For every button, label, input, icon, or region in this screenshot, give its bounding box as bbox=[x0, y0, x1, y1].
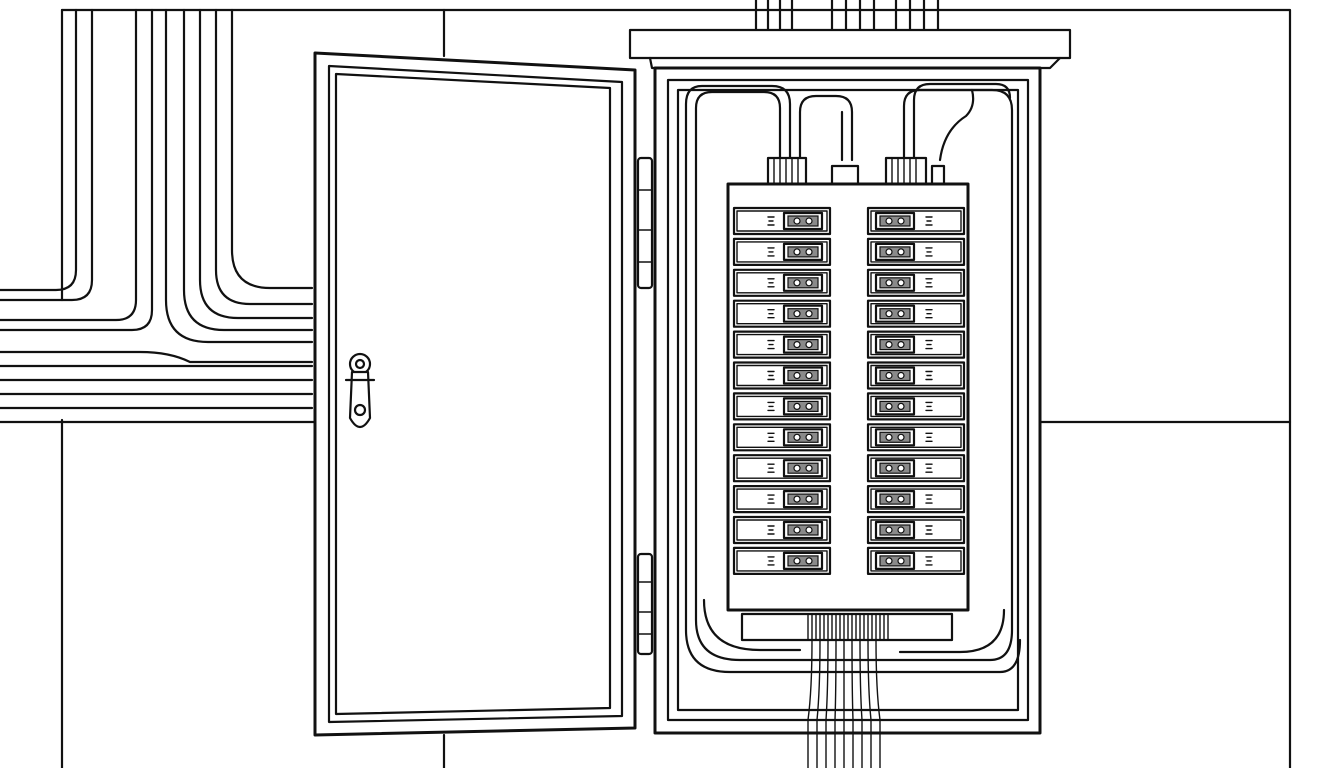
terminal-block bbox=[740, 612, 954, 642]
exit-wire bbox=[834, 639, 837, 768]
breaker-marking bbox=[925, 401, 933, 412]
circuit-breaker[interactable] bbox=[866, 515, 966, 545]
circuit-breaker[interactable] bbox=[732, 299, 832, 328]
circuit-breaker[interactable] bbox=[732, 237, 832, 266]
circuit-breaker[interactable] bbox=[732, 454, 832, 483]
circuit-breaker[interactable] bbox=[866, 206, 966, 236]
internal-wiring bbox=[684, 82, 1022, 674]
circuit-breaker[interactable] bbox=[866, 485, 966, 514]
breaker-toggle[interactable] bbox=[874, 459, 916, 478]
breaker-toggle[interactable] bbox=[874, 551, 916, 571]
right-breaker-column bbox=[866, 206, 966, 576]
panel-cabinet bbox=[628, 28, 1072, 735]
breaker-marking bbox=[767, 556, 775, 566]
circuit-breaker[interactable] bbox=[732, 361, 832, 390]
circuit-breaker[interactable] bbox=[866, 454, 966, 483]
breaker-marking bbox=[767, 278, 775, 288]
left-breaker-column bbox=[732, 206, 832, 576]
breaker-marking bbox=[925, 309, 933, 319]
breaker-marking bbox=[767, 216, 775, 226]
breaker-marking bbox=[925, 525, 933, 535]
breaker-marking bbox=[767, 370, 775, 381]
breaker-toggle[interactable] bbox=[874, 304, 916, 323]
breaker-marking bbox=[925, 463, 933, 473]
exit-wire bbox=[851, 639, 854, 768]
left-wire-bundle bbox=[0, 8, 314, 410]
breaker-toggle[interactable] bbox=[874, 397, 916, 416]
breaker-toggle[interactable] bbox=[782, 273, 824, 292]
breaker-toggle[interactable] bbox=[782, 490, 824, 509]
breaker-marking bbox=[925, 216, 933, 226]
exit-wire bbox=[816, 639, 821, 768]
circuit-breaker[interactable] bbox=[732, 485, 832, 514]
breaker-toggle[interactable] bbox=[874, 211, 916, 231]
circuit-breaker[interactable] bbox=[866, 361, 966, 390]
circuit-breaker[interactable] bbox=[866, 268, 966, 297]
breaker-marking bbox=[767, 309, 775, 319]
circuit-breaker[interactable] bbox=[866, 392, 966, 421]
exit-wire bbox=[875, 639, 881, 768]
breaker-marking bbox=[767, 494, 775, 504]
breaker-marking bbox=[925, 432, 933, 442]
circuit-breaker[interactable] bbox=[732, 206, 832, 236]
breaker-marking bbox=[767, 525, 775, 535]
breaker-marking bbox=[925, 247, 933, 257]
bottom-wire-bundle bbox=[807, 639, 881, 768]
wall-lines bbox=[0, 8, 1292, 768]
circuit-breaker[interactable] bbox=[732, 423, 832, 452]
circuit-breaker[interactable] bbox=[732, 546, 832, 576]
breaker-toggle[interactable] bbox=[782, 520, 824, 540]
breaker-marking bbox=[767, 339, 775, 350]
circuit-breaker[interactable] bbox=[866, 237, 966, 266]
panel-door[interactable] bbox=[313, 51, 637, 737]
breaker-toggle[interactable] bbox=[874, 520, 916, 540]
exit-wire bbox=[807, 639, 813, 768]
circuit-breaker[interactable] bbox=[732, 515, 832, 545]
breaker-toggle[interactable] bbox=[874, 242, 916, 261]
breaker-marking bbox=[767, 247, 775, 257]
breaker-marking bbox=[767, 401, 775, 412]
breaker-toggle[interactable] bbox=[782, 397, 824, 416]
exit-wire bbox=[859, 639, 863, 768]
breaker-toggle[interactable] bbox=[782, 551, 824, 571]
circuit-breaker[interactable] bbox=[866, 330, 966, 359]
breaker-toggle[interactable] bbox=[782, 366, 824, 385]
breaker-marking bbox=[925, 278, 933, 288]
door-latch-icon[interactable] bbox=[344, 352, 376, 429]
breaker-toggle[interactable] bbox=[874, 273, 916, 292]
circuit-breaker[interactable] bbox=[732, 330, 832, 359]
breaker-panel bbox=[726, 182, 970, 612]
breaker-toggle[interactable] bbox=[782, 459, 824, 478]
circuit-breaker[interactable] bbox=[866, 546, 966, 576]
cable-glands bbox=[766, 156, 946, 186]
breaker-marking bbox=[925, 556, 933, 566]
exit-wire bbox=[825, 639, 829, 768]
breaker-toggle[interactable] bbox=[782, 304, 824, 323]
circuit-breaker[interactable] bbox=[732, 268, 832, 297]
breaker-toggle[interactable] bbox=[874, 366, 916, 385]
breaker-marking bbox=[767, 463, 775, 473]
circuit-breaker[interactable] bbox=[866, 423, 966, 452]
door-hinges bbox=[636, 156, 654, 656]
top-conduits bbox=[754, 0, 940, 32]
breaker-toggle[interactable] bbox=[874, 490, 916, 509]
exit-wire bbox=[867, 639, 872, 768]
breaker-toggle[interactable] bbox=[874, 428, 916, 447]
breaker-toggle[interactable] bbox=[782, 335, 824, 354]
breaker-toggle[interactable] bbox=[782, 211, 824, 231]
breaker-toggle[interactable] bbox=[782, 428, 824, 447]
circuit-breaker[interactable] bbox=[866, 299, 966, 328]
breaker-toggle[interactable] bbox=[782, 242, 824, 261]
breaker-marking bbox=[925, 494, 933, 504]
breaker-marking bbox=[925, 370, 933, 381]
breaker-toggle[interactable] bbox=[874, 335, 916, 354]
breaker-marking bbox=[925, 339, 933, 350]
circuit-breaker[interactable] bbox=[732, 392, 832, 421]
breaker-marking bbox=[767, 432, 775, 442]
